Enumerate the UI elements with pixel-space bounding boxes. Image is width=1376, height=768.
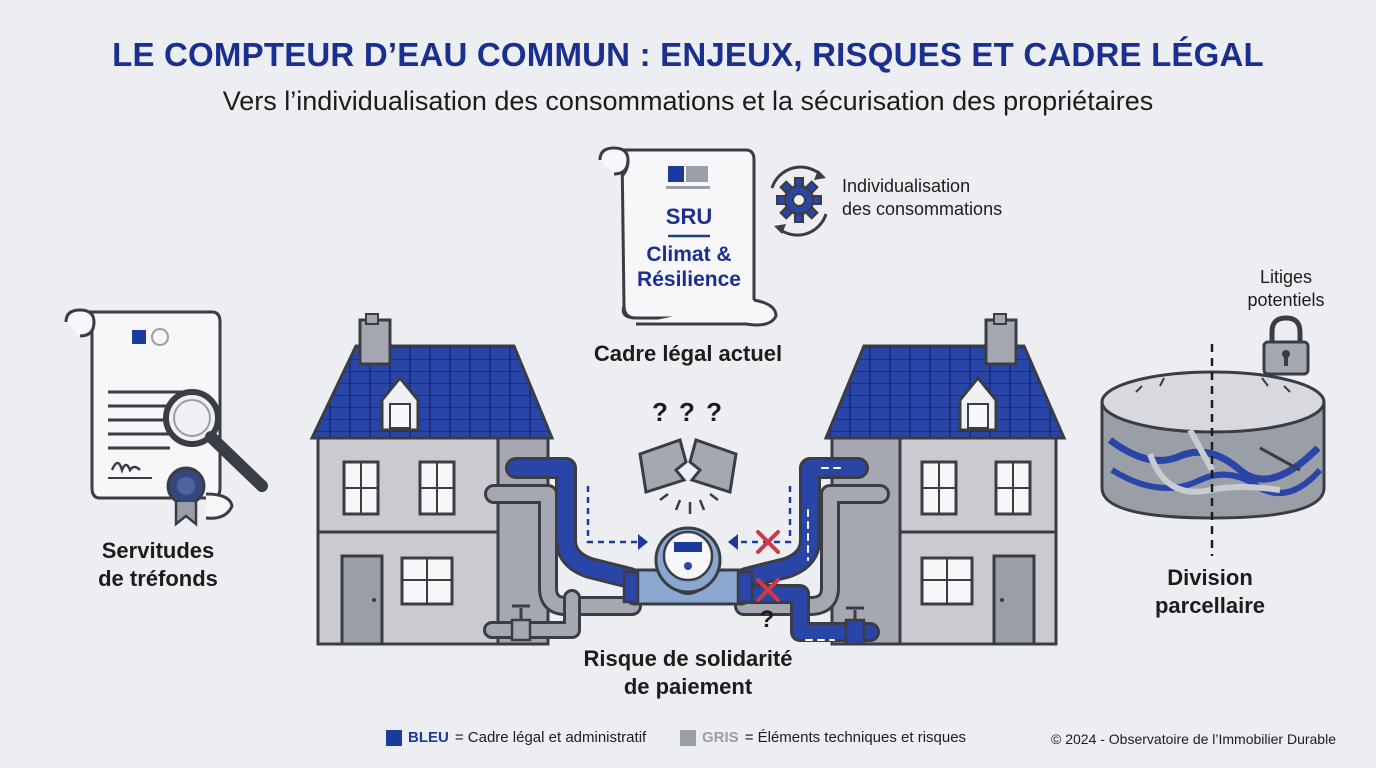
law-climat-resilience: Climat & Résilience: [624, 242, 754, 292]
question-marks: ? ? ?: [651, 397, 725, 427]
water-meter-icon: [622, 526, 754, 606]
servitudes-label: Servitudes de tréfonds: [58, 537, 258, 593]
division-label: Division parcellaire: [1120, 564, 1300, 620]
broken-pipe-icon: [638, 438, 738, 514]
litiges-label: Litiges potentiels: [1224, 266, 1348, 312]
payment-risk-line1: Risque de solidarité: [583, 646, 793, 671]
legend-grey: GRIS = Éléments techniques et risques: [680, 729, 966, 746]
blocked-cross-icon: [756, 530, 780, 602]
payment-risk-label: Risque de solidarité de paiement: [550, 645, 826, 701]
legal-scroll-icon: [598, 146, 778, 327]
copyright: © 2024 - Observatoire de l’Immobilier Du…: [1051, 731, 1336, 747]
flow-arrow-right: [736, 486, 792, 544]
page-subtitle: Vers l’individualisation des consommatio…: [222, 86, 1154, 116]
servitudes-document-icon: [64, 308, 234, 527]
arrow-head-icon: [728, 534, 738, 550]
flow-arrow-left: [586, 486, 640, 544]
legend-grey-text: = Éléments techniques et risques: [744, 729, 967, 746]
servitudes-line2: de tréfonds: [98, 566, 218, 591]
pipe-network: [483, 457, 890, 642]
servitudes-line1: Servitudes: [101, 538, 215, 563]
parcel-cylinder: [1100, 344, 1326, 556]
right-house: [823, 313, 1067, 646]
legend-grey-swatch: [680, 729, 696, 746]
individualisation-line1: Individualisation: [842, 176, 971, 196]
legend-blue-key: BLEU: [408, 729, 449, 746]
arrow-head-icon: [638, 534, 648, 550]
law-climat-line2: Résilience: [637, 268, 741, 291]
legend-blue-text: = Cadre légal et administratif: [454, 729, 647, 746]
valve-left-icon: [510, 604, 532, 642]
legend-blue: BLEU = Cadre légal et administratif: [386, 729, 646, 746]
law-sru: SRU: [665, 204, 713, 229]
division-line1: Division: [1167, 565, 1253, 590]
left-house: [309, 313, 555, 646]
legend-grey-key: GRIS: [702, 729, 739, 746]
valve-right-icon: [844, 606, 866, 646]
division-line2: parcellaire: [1154, 593, 1266, 618]
question-mark-small: ?: [759, 606, 775, 633]
payment-risk-line2: de paiement: [623, 674, 753, 699]
page-title: LE COMPTEUR D’EAU COMMUN : ENJEUX, RISQU…: [112, 36, 1264, 73]
lock-icon: [1262, 315, 1310, 376]
law-climat-line1: Climat &: [646, 243, 732, 266]
individualisation-label: Individualisation des consommations: [842, 175, 1052, 221]
litiges-line2: potentiels: [1247, 290, 1325, 310]
legend-blue-swatch: [386, 729, 402, 746]
gear-icon: [770, 165, 828, 237]
litiges-line1: Litiges: [1259, 267, 1313, 287]
magnifier-icon: [163, 389, 268, 492]
individualisation-line2: des consommations: [842, 199, 1003, 219]
legal-framework-caption: Cadre légal actuel: [593, 341, 783, 366]
